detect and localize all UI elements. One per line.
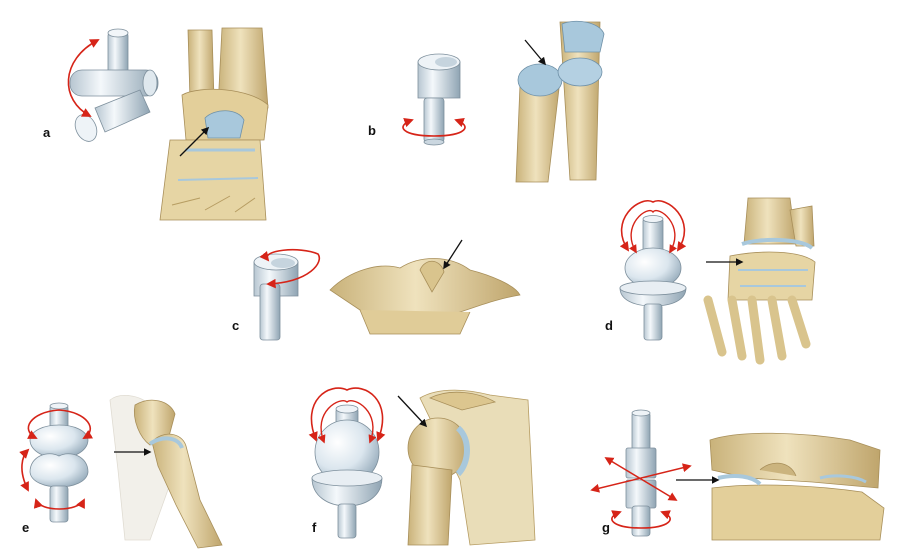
panel-f: f — [308, 387, 536, 546]
panel-label-g: g — [602, 520, 610, 535]
hinge-joint-model — [67, 28, 159, 142]
wrist-joint — [703, 197, 816, 365]
panel-g: g — [590, 409, 885, 541]
panel-d: d — [605, 197, 816, 365]
panel-label-c: c — [232, 318, 239, 333]
pivot-joint-model — [253, 248, 321, 341]
panel-b: b — [368, 20, 605, 183]
shoulder-joint — [397, 389, 536, 546]
panel-label-b: b — [368, 123, 376, 138]
vertebral-facet-joint — [676, 432, 885, 541]
plane-joint-model — [590, 409, 692, 537]
panel-label-d: d — [605, 318, 613, 333]
panel-a: a — [43, 27, 269, 221]
panel-label-f: f — [312, 520, 317, 535]
panel-e: e — [19, 395, 223, 549]
ellipsoid-joint-model — [619, 200, 687, 341]
saddle-joint-model — [19, 402, 94, 523]
panel-c: c — [232, 239, 521, 341]
ball-and-socket-joint-model — [308, 387, 386, 539]
radioulnar-joint — [515, 20, 605, 183]
panel-label-a: a — [43, 125, 51, 140]
pivot-joint-model — [402, 53, 466, 146]
thumb-carpometacarpal-joint — [109, 395, 223, 549]
atlantoaxial-joint — [329, 239, 521, 335]
ankle-joint — [159, 27, 269, 221]
panel-label-e: e — [22, 520, 29, 535]
